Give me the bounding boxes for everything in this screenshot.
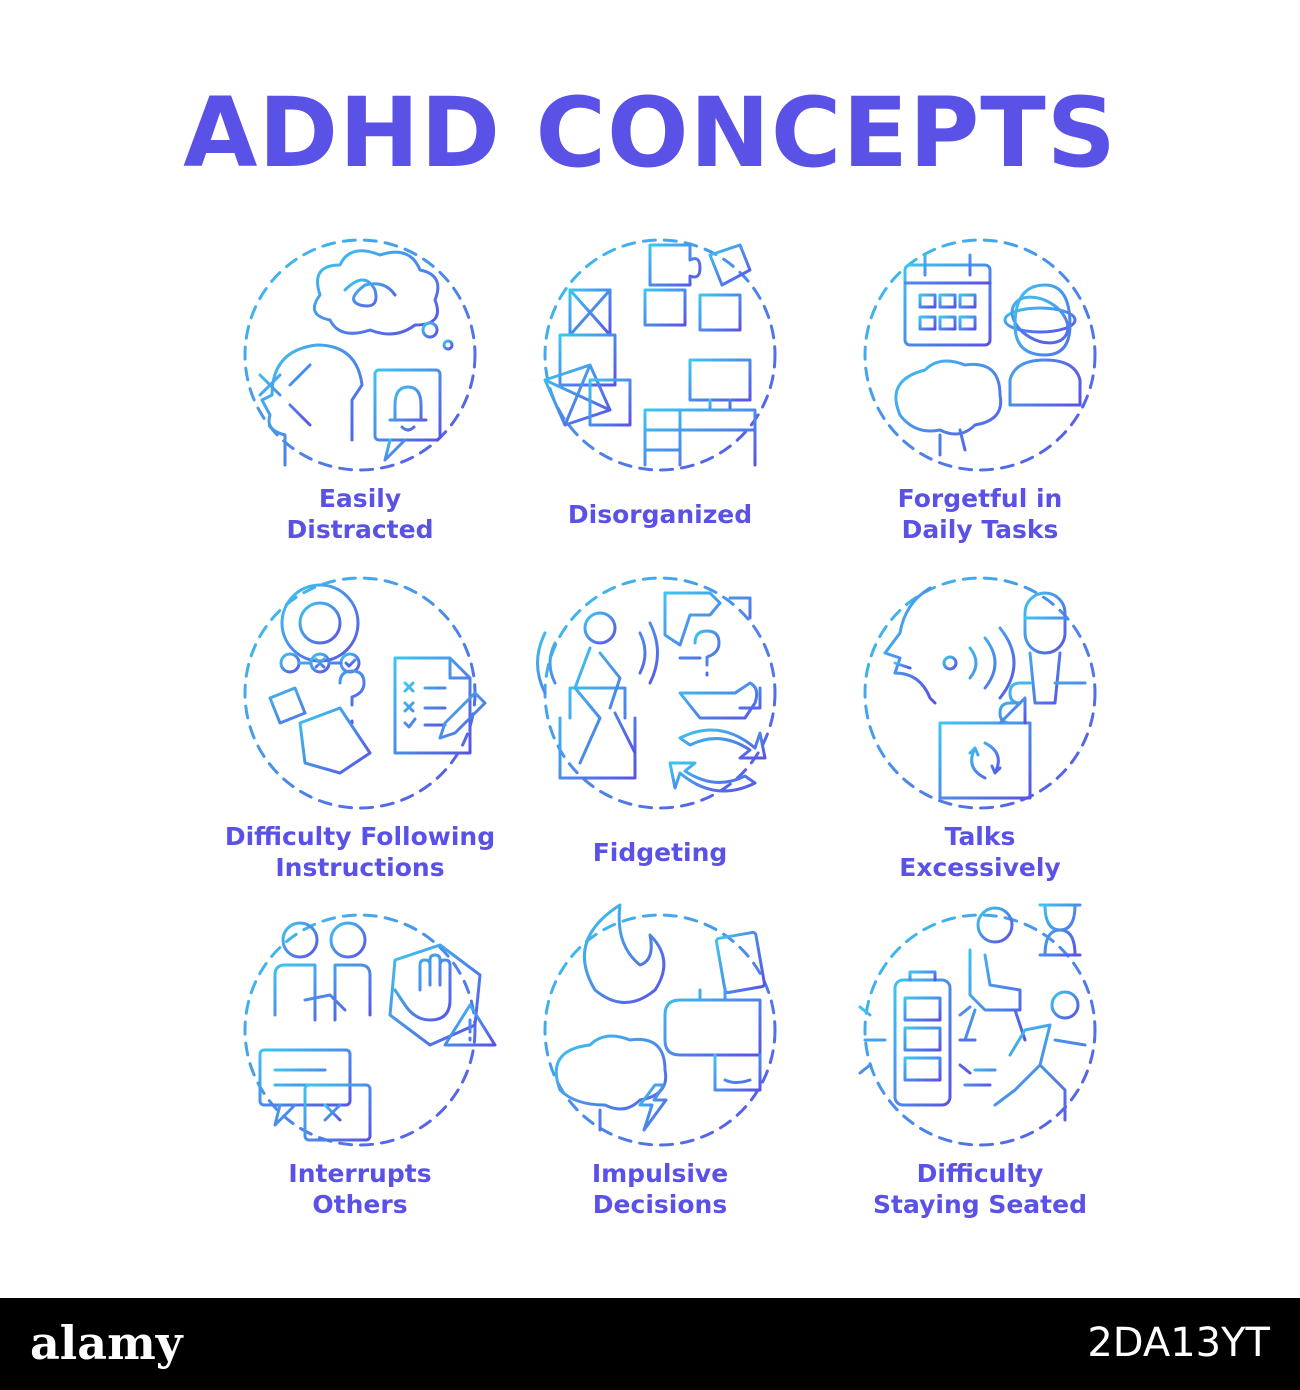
concept-difficulty-following-instructions: Difficulty Following Instructions <box>210 573 510 903</box>
seated-person-hands-arrows-icon <box>536 576 777 810</box>
concept-interrupts-others: Interrupts Others <box>210 910 510 1240</box>
concept-label: Interrupts Others <box>288 1159 432 1219</box>
gear-checklist-puzzle-icon <box>243 576 487 810</box>
concept-label: Difficulty Staying Seated <box>873 1159 1087 1219</box>
concept-label: Fidgeting <box>592 838 728 867</box>
concept-fidgeting: Fidgeting <box>510 573 810 903</box>
chair-hourglass-battery-runner-icon <box>858 903 1097 1147</box>
concept-impulsive-decisions: Impulsive Decisions <box>510 903 810 1240</box>
calendar-brain-dizzy-person-icon <box>863 238 1097 472</box>
brand-logo: alamy <box>30 1316 183 1370</box>
thought-cloud-head-bell-icon <box>243 238 477 472</box>
people-stop-hand-chat-icon <box>243 913 497 1147</box>
footer-bar: alamy 2DA13YT <box>0 1298 1300 1390</box>
concept-label: Difficulty Following Instructions <box>224 822 496 882</box>
concept-label: Talks Excessively <box>899 822 1061 882</box>
concept-disorganized: Disorganized <box>510 235 810 565</box>
speaking-face-microphone-icon <box>863 576 1097 810</box>
concept-forgetful: Forgetful in Daily Tasks <box>830 235 1130 565</box>
concept-label: Impulsive Decisions <box>591 1159 729 1219</box>
concept-label: Forgetful in Daily Tasks <box>897 484 1063 544</box>
concept-talks-excessively: Talks Excessively <box>830 573 1130 903</box>
page-title: ADHD CONCEPTS <box>183 77 1117 189</box>
concept-easily-distracted: Easily Distracted <box>210 235 510 565</box>
concept-label: Easily Distracted <box>286 484 434 544</box>
image-id: 2DA13YT <box>1087 1320 1270 1366</box>
concept-label: Disorganized <box>567 500 753 529</box>
concept-difficulty-staying-seated: Difficulty Staying Seated <box>830 903 1130 1240</box>
puzzle-boxes-desk-icon <box>543 238 777 472</box>
flame-money-brain-icon <box>543 903 777 1147</box>
